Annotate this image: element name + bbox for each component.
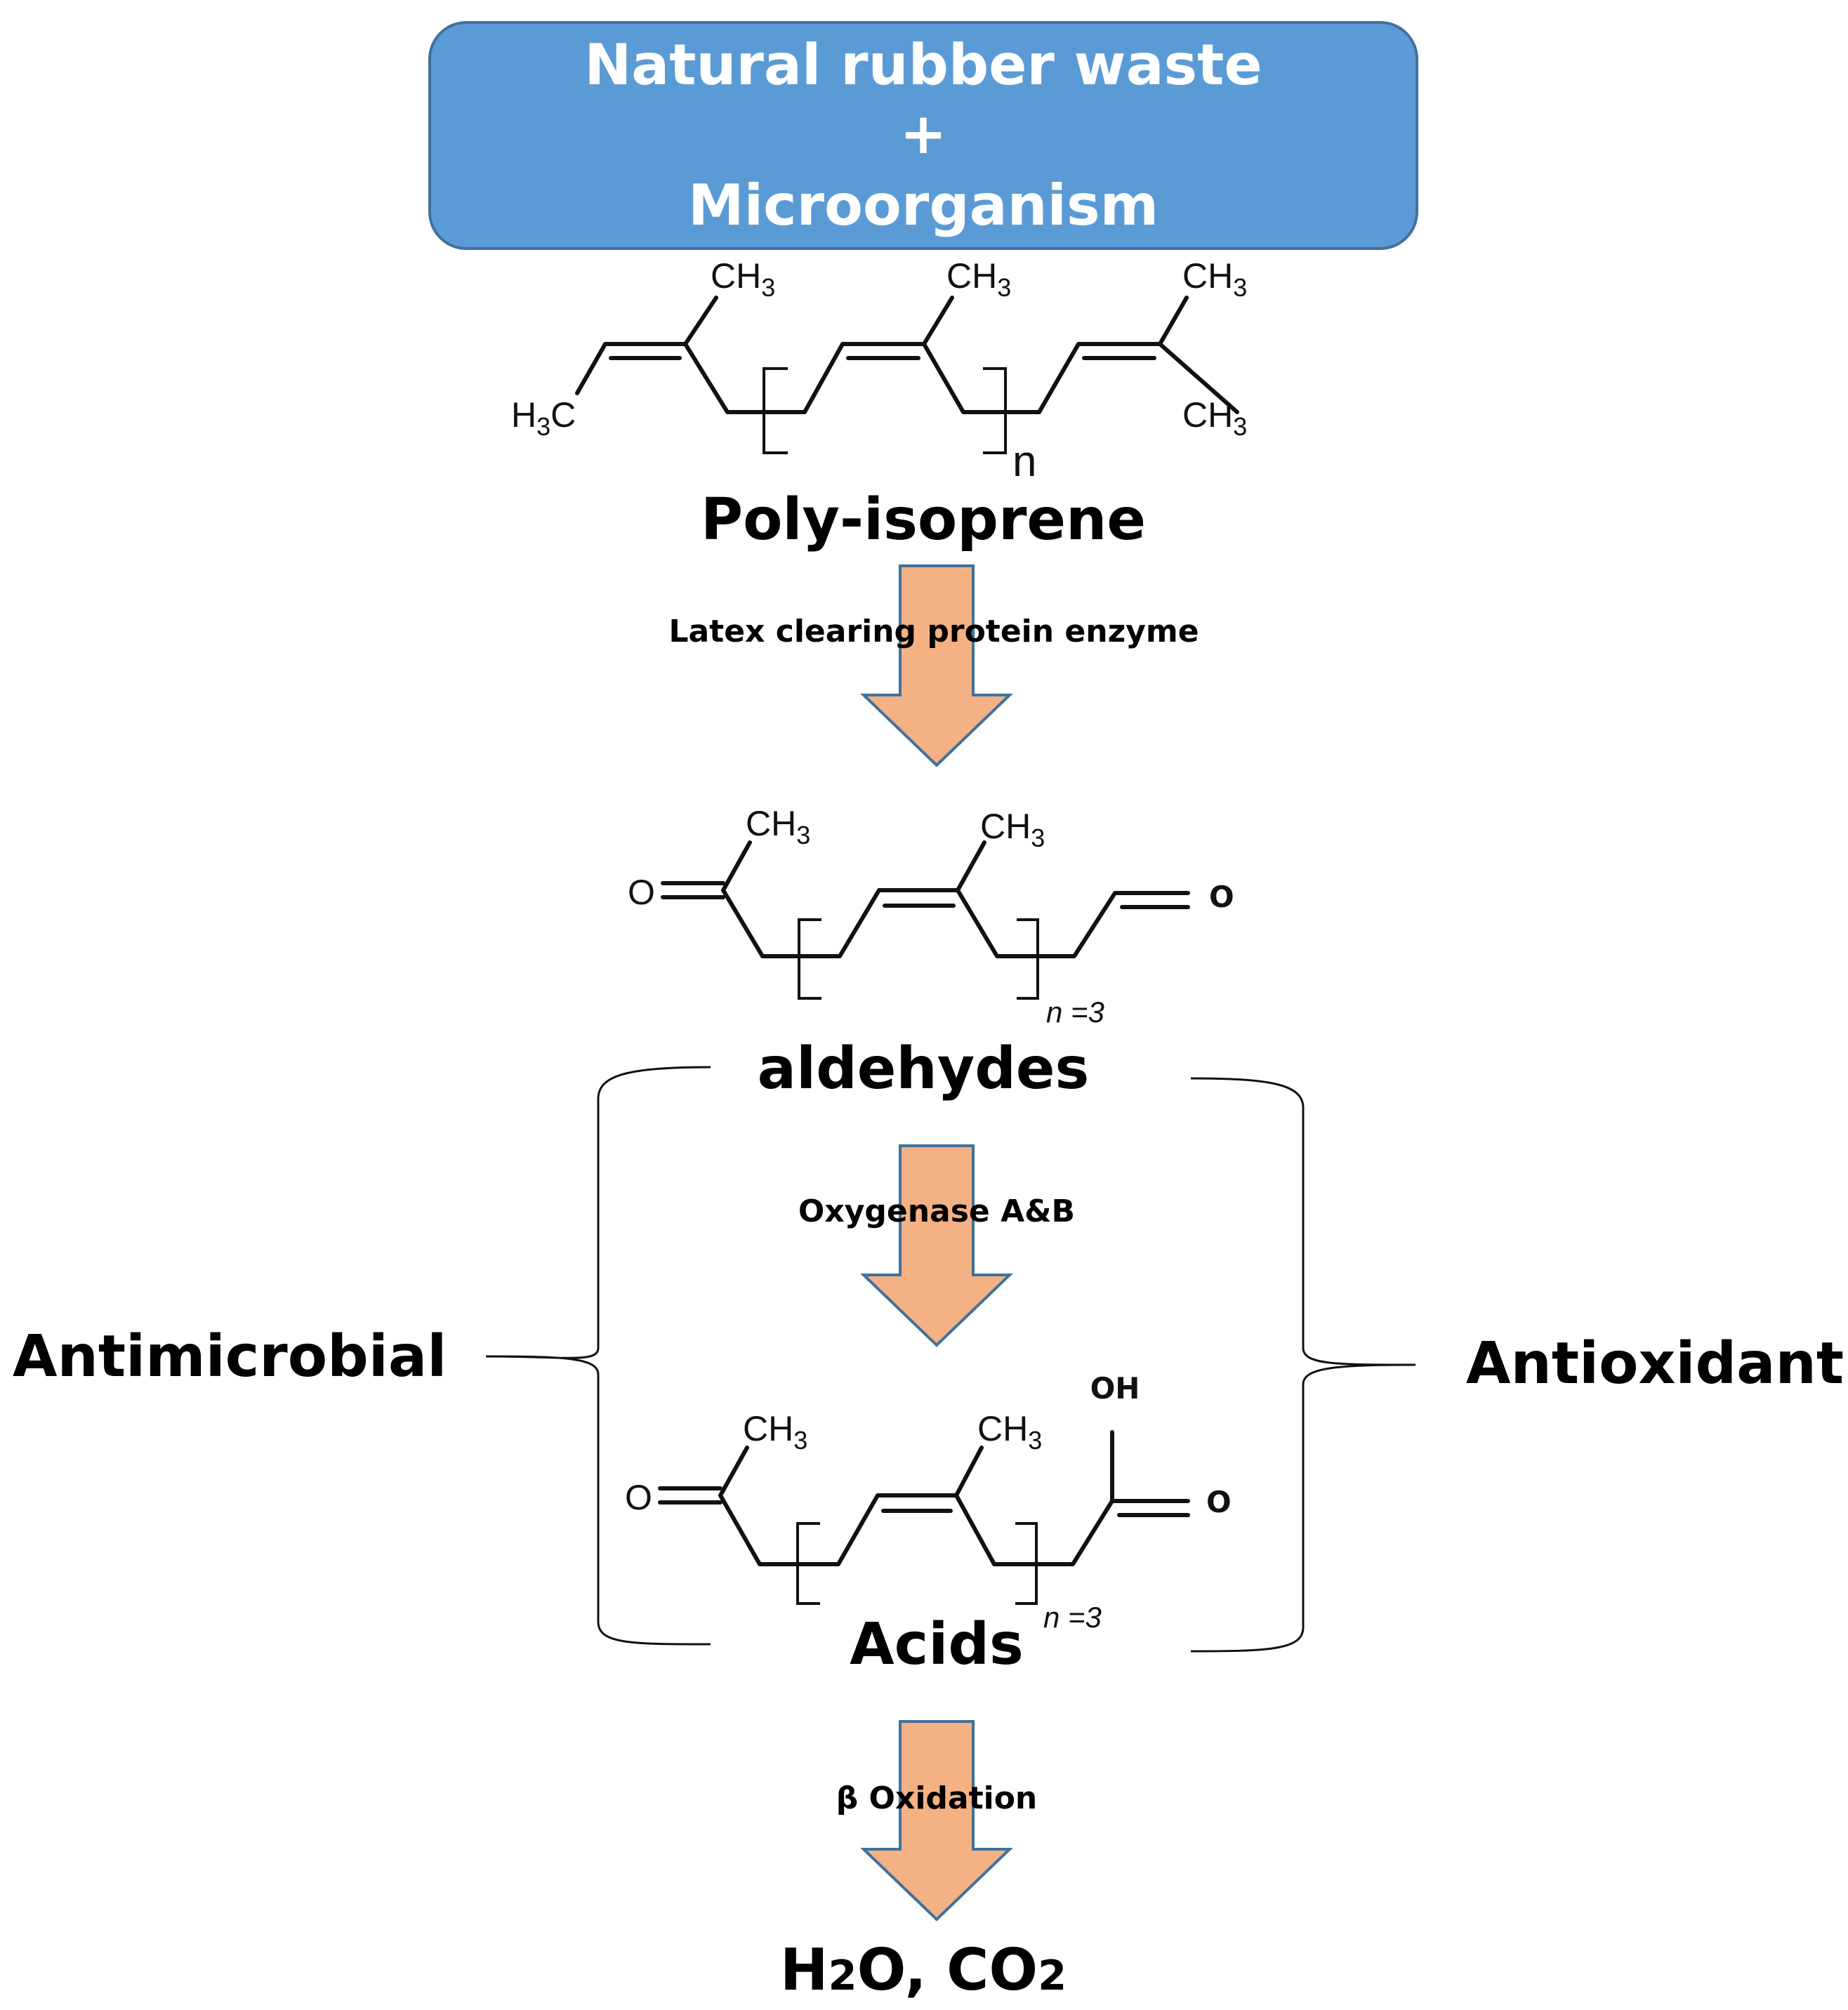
methyl-bond-3 [1158,296,1189,346]
enzyme-label-1: Latex clearing protein enzyme [668,614,1199,649]
final-product: H2​O, CO2​ [780,1937,1067,2004]
acid-bracket-close [1015,1522,1038,1605]
acid-methyl-bond-1 [718,1446,749,1497]
subscript-digit: 3 [536,412,550,441]
enzyme-label-3: β Oxidation [836,1780,1038,1816]
methyl-label-2-text: CH3​ [946,256,1011,302]
antioxidant-label: Antioxidant [1466,1330,1844,1397]
methyl-label-4-text: CH3​ [1182,395,1247,441]
down-arrow-2 [860,1144,1013,1347]
formula-part: CH [980,807,1031,846]
aldehyde-methyl-label-1: CH3​ [746,804,810,849]
methyl-label-1: CH3​ [711,256,775,302]
aldehyde-bracket-close [1017,918,1039,1000]
methyl-bond-1 [683,296,718,346]
subscript-digit: 3 [793,1426,807,1455]
formula-part: CH [746,804,796,843]
acid-oxygen-left: O [625,1478,652,1517]
acid-methyl-bond-2 [954,1446,984,1497]
formula-part: H [511,395,536,435]
aldehyde-methyl-label-2: CH3​ [980,807,1045,852]
acid-structure: O O OH CH3​ CH3​ n =3 Acids [625,1371,1232,1678]
polyisoprene-name: Poly-isoprene [701,487,1146,553]
formula-part: H [780,1937,829,2004]
subscript-digit: 3 [1031,824,1045,852]
start-box-line-1: Natural rubber waste [584,32,1262,98]
subscript-digit: 3 [1233,273,1247,302]
aldehyde-repeat-index: n =3 [1046,996,1104,1029]
formula-part: CH [946,256,997,296]
acid-methyl-label-2: CH3​ [977,1409,1042,1455]
subscript-digit: 2 [1038,1951,1067,1999]
end-group-label: H3​C [511,395,576,441]
methyl-label-4: CH3​ [1182,395,1247,441]
subscript-digit: 3 [1028,1426,1042,1455]
methyl-label-3-text: CH3​ [1182,256,1247,302]
repeat-index: n [1012,437,1036,486]
formula-part: CH [1182,395,1233,435]
down-arrow-1 [860,564,1013,767]
down-arrow-3 [860,1720,1013,1922]
formula-part: CH [977,1409,1028,1448]
start-box: Natural rubber waste + Microorganism [428,21,1418,250]
formula-part: CH [711,256,761,296]
aldehyde-oxygen-right: O [1209,880,1234,914]
subscript-digit: 2 [828,1951,857,1999]
formula-part: O, CO [857,1937,1038,2004]
aldehyde-methyl-bond-2 [956,840,986,892]
subscript-digit: 3 [796,821,810,849]
aldehyde-backbone [721,888,1190,958]
acid-oxygen-right: O [1206,1485,1232,1519]
subscript-digit: 3 [1233,412,1247,441]
methyl-bond-2 [922,296,954,346]
formula-part: CH [743,1409,793,1448]
aldehyde-structure: O O CH3​ CH3​ n =3 aldehydes [628,804,1234,1102]
methyl-label-3: CH3​ [1182,256,1247,302]
right-brace [1190,1077,1416,1653]
repeat-bracket-close [983,367,1007,454]
acid-backbone [718,1493,1190,1566]
left-brace [485,1066,711,1646]
formula-part: C [550,395,576,435]
aldehyde-oxygen-left: O [628,873,655,912]
polyisoprene-structure: CH3​ CH3​ CH3​ CH3​ H3​C n Poly-isoprene [511,256,1247,553]
aldehyde-bracket-open [798,918,821,1000]
repeat-bracket-open [763,367,788,454]
acid-repeat-index: n =3 [1043,1601,1102,1634]
start-box-line-2: + [899,101,946,166]
start-box-line-3: Microorganism [688,173,1159,238]
arrow-step-3: β Oxidation [836,1720,1038,1922]
enzyme-label-2: Oxygenase A&B [798,1194,1075,1229]
polyisoprene-backbone [575,342,1239,414]
acid-hydroxyl-label: OH [1090,1371,1140,1406]
methyl-label-1-text: CH3​ [711,256,775,302]
acid-bracket-open [796,1522,820,1605]
start-box-shape [428,21,1418,250]
methyl-label-2: CH3​ [946,256,1011,302]
arrow-step-1: Latex clearing protein enzyme [668,564,1199,767]
aldehyde-name: aldehydes [758,1036,1090,1102]
formula-part: CH [1182,256,1233,296]
aldehyde-methyl-bond-1 [721,840,752,892]
acid-methyl-label-1: CH3​ [743,1409,807,1455]
acid-name: Acids [850,1611,1024,1678]
subscript-digit: 3 [761,273,775,302]
end-group-label-text: H3​C [511,395,576,441]
antimicrobial-label: Antimicrobial [13,1323,447,1390]
arrow-step-2: Oxygenase A&B [798,1144,1075,1347]
subscript-digit: 3 [997,273,1011,302]
